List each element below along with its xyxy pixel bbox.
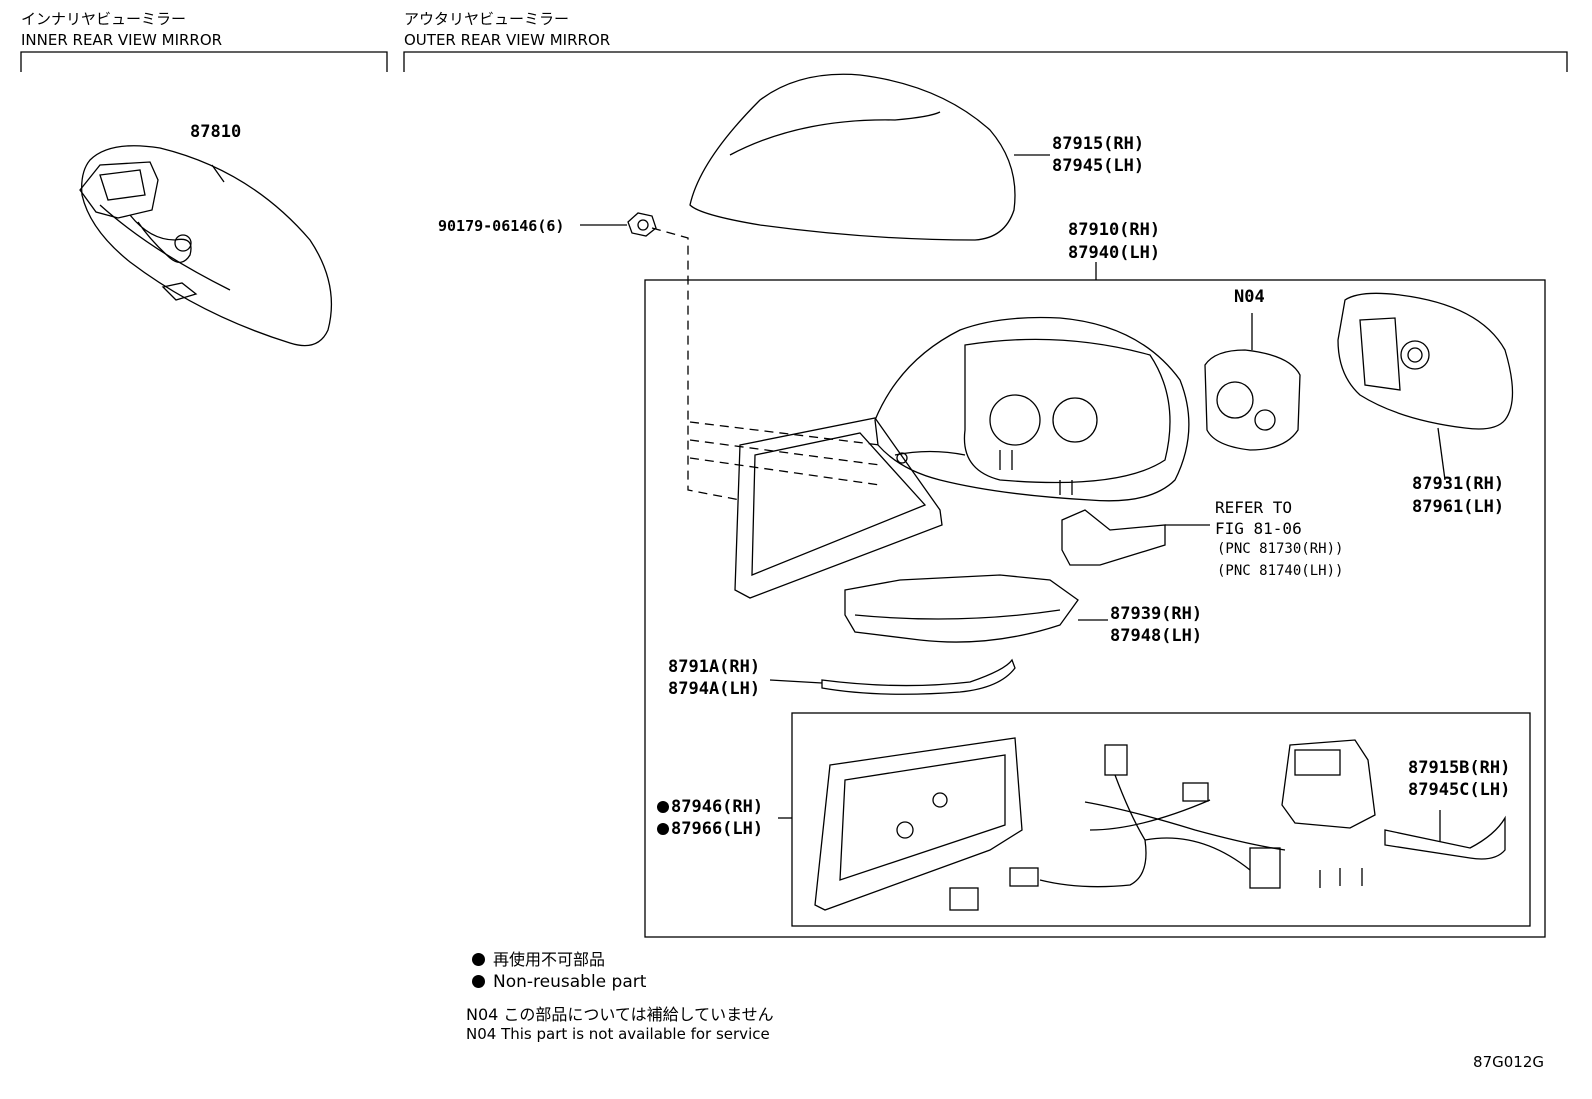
label-garnish-rh: 8791A(RH)	[668, 657, 761, 677]
nonreusable-dot	[657, 823, 669, 835]
label-actuator-rh: 87915B(RH)	[1408, 758, 1511, 778]
label-n04: N04	[1234, 287, 1265, 307]
outer-section-title-en: OUTER REAR VIEW MIRROR	[404, 31, 611, 49]
mirror-glass-drawing	[689, 417, 943, 599]
assembly-frame	[644, 279, 1546, 938]
nonreusable-dot	[657, 801, 669, 813]
label-cover-lh: 87945(LH)	[1052, 156, 1145, 176]
label-refer-pnc-rh: (PNC 81730(RH))	[1217, 541, 1344, 557]
wire-harness-drawing	[949, 744, 1286, 911]
inner-section-title-en: INNER REAR VIEW MIRROR	[21, 31, 223, 49]
figure-code: 87G012G	[1473, 1053, 1544, 1071]
label-body-lh: 87961(LH)	[1412, 497, 1505, 517]
mirror-body-drawing	[1337, 292, 1514, 481]
label-refer-to: REFER TO	[1215, 498, 1293, 517]
label-refer-fig: FIG 81-06	[1215, 519, 1302, 538]
label-clip: 90179-06146(6)	[438, 217, 565, 235]
label-refer-pnc-lh: (PNC 81740(LH))	[1217, 563, 1344, 579]
legend-n04-en: N04 This part is not available for servi…	[466, 1025, 770, 1043]
label-actuator-lh: 87945C(LH)	[1408, 780, 1511, 800]
mirror-housing-drawing	[874, 316, 1190, 502]
label-visor-lh: 87948(LH)	[1110, 626, 1203, 646]
inner-mirror-drawing	[79, 145, 333, 347]
legend-nonreusable-en: Non-reusable part	[472, 972, 646, 992]
mirror-sub-drawing	[814, 737, 1023, 911]
label-garnish-lh: 8794A(LH)	[668, 679, 761, 699]
label-mirror-sub-lh: 87966(LH)	[657, 819, 763, 840]
garnish-drawing	[769, 658, 1016, 695]
subassembly-frame	[791, 712, 1531, 927]
label-mirror-sub-rh: 87946(RH)	[657, 797, 763, 818]
nonreusable-dot	[472, 975, 485, 988]
outer-section-title-ja: アウタリヤビューミラー	[404, 10, 570, 28]
motor-n04-drawing	[1204, 313, 1301, 451]
label-visor-rh: 87939(RH)	[1110, 604, 1203, 624]
actuator-drawing	[1281, 739, 1506, 888]
nonreusable-dot	[472, 953, 485, 966]
visor-drawing	[844, 574, 1108, 643]
mirror-cover-drawing	[689, 73, 1050, 241]
label-inner-mirror: 87810	[190, 122, 242, 142]
label-body-rh: 87931(RH)	[1412, 474, 1505, 494]
inner-section-title-ja: インナリヤビューミラー	[21, 10, 187, 28]
turn-signal-drawing	[1061, 509, 1210, 566]
label-assy-lh: 87940(LH)	[1068, 243, 1161, 263]
outer-section-bracket	[403, 51, 1568, 72]
clip-drawing	[580, 212, 741, 501]
legend-n04-ja: N04 この部品については補給していません	[466, 1005, 774, 1024]
label-cover-rh: 87915(RH)	[1052, 134, 1145, 154]
inner-section-bracket	[20, 51, 388, 72]
legend-nonreusable-ja: 再使用不可部品	[472, 946, 605, 970]
label-assy-rh: 87910(RH)	[1068, 220, 1161, 240]
